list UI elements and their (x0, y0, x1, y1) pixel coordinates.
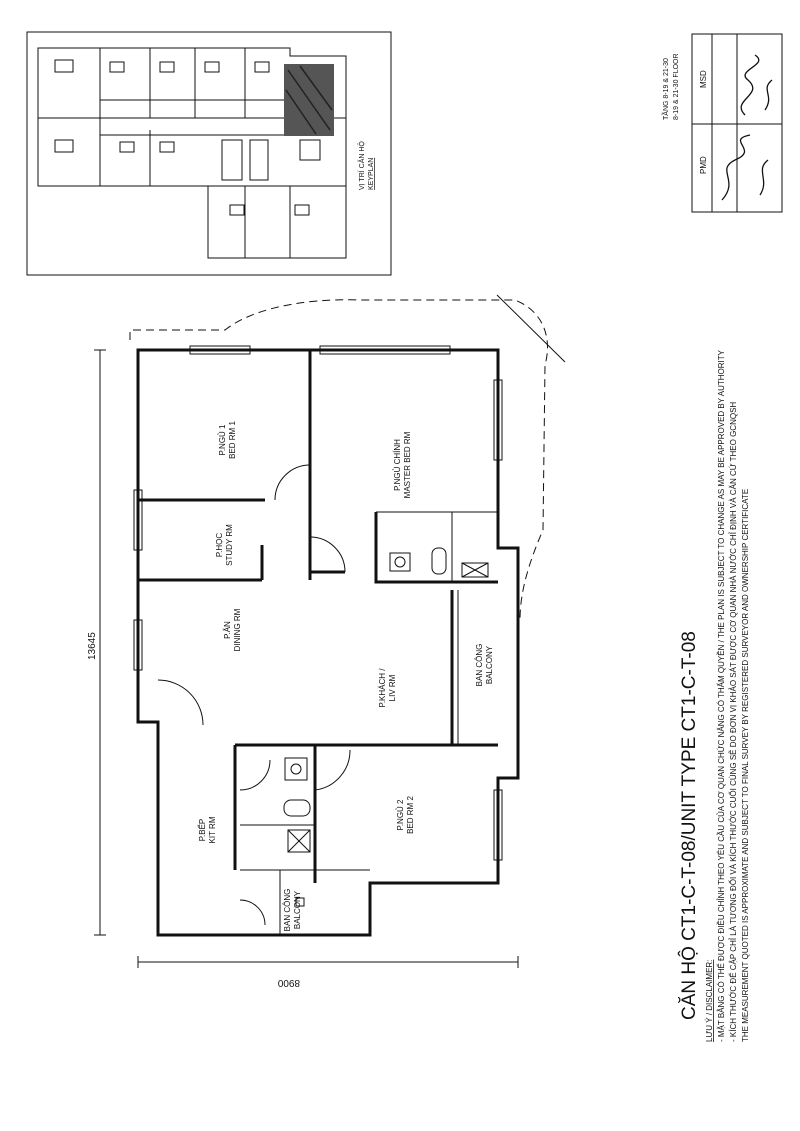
room-label-kitchen-en: KIT RM (208, 816, 217, 843)
approval-col1: PMD (699, 156, 708, 174)
room-label-study-en: STUDY RM (225, 524, 234, 566)
disclaimer-line2: - KÍCH THƯỚC ĐỂ CẬP CHỈ LÀ TƯƠNG ĐỐI VÀ … (728, 402, 738, 1042)
room-label-bed2-en: BED RM 2 (406, 796, 415, 834)
disclaimer-line1: - MẶT BẰNG CÓ THỂ ĐƯỢC ĐIỀU CHỈNH THEO Y… (716, 349, 726, 1042)
room-label-balcony2-vi: BAN CÔNG (283, 889, 292, 932)
room-label-bed1-en: BED RM 1 (228, 421, 237, 459)
signature-pmd (721, 134, 769, 201)
room-label-balcony1-en: BALCONY (485, 645, 494, 684)
keyplan-subtitle: KEYPLAN (368, 158, 375, 190)
room-label-dining-en: DINING RM (233, 608, 242, 651)
disclaimer-heading: LƯU Ý / DISCLAIMER: (705, 960, 714, 1042)
room-label-living-vi: P.KHÁCH / (378, 668, 387, 708)
room-label-balcony1-vi: BAN CÔNG (475, 644, 484, 687)
room-label-dining-vi: P.ĂN (223, 621, 232, 639)
room-label-living-en: LIV RM (388, 674, 397, 701)
room-label-kitchen-vi: P.BẾP (197, 819, 207, 842)
approval-block: TẦNG 8-19 & 21-30 8-19 & 21-30 FLOOR PMD… (660, 33, 783, 213)
room-label-master-en: MASTER BED RM (403, 431, 412, 498)
room-label-master-vi: P.NGỦ CHÍNH (393, 439, 402, 491)
room-label-bed1-vi: P.NGỦ 1 (218, 424, 227, 456)
outline-diagonal (496, 294, 566, 363)
unit-title: CĂN HỘ CT1-C-T-08/UNIT TYPE CT1-C-T-08 (678, 631, 700, 1020)
room-label-balcony2-en: BALCONY (293, 890, 302, 929)
outline-dashed (129, 299, 548, 621)
dim-width: 8900 (277, 977, 300, 988)
disclaimer-line3: THE MEASUREMENT QUOTED IS APPROXIMATE AN… (741, 489, 750, 1042)
keyplan: VỊ TRÍ CĂN HỘ KEYPLAN (26, 31, 392, 276)
disclaimer: LƯU Ý / DISCLAIMER: - MẶT BẰNG CÓ THỂ ĐƯ… (705, 349, 750, 1042)
outer-walls (136, 348, 520, 937)
dim-length: 13645 (87, 632, 98, 660)
room-label-study-vi: P.HỌC (215, 533, 224, 558)
floor-label-en: 8-19 & 21-30 FLOOR (673, 53, 680, 120)
floor-label-vi: TẦNG 8-19 & 21-30 (660, 58, 670, 120)
keyplan-title: VỊ TRÍ CĂN HỘ (357, 141, 366, 190)
signature-msd (740, 54, 773, 116)
approval-col2: MSD (699, 70, 708, 88)
room-label-bed2-vi: P.NGỦ 2 (396, 799, 405, 831)
